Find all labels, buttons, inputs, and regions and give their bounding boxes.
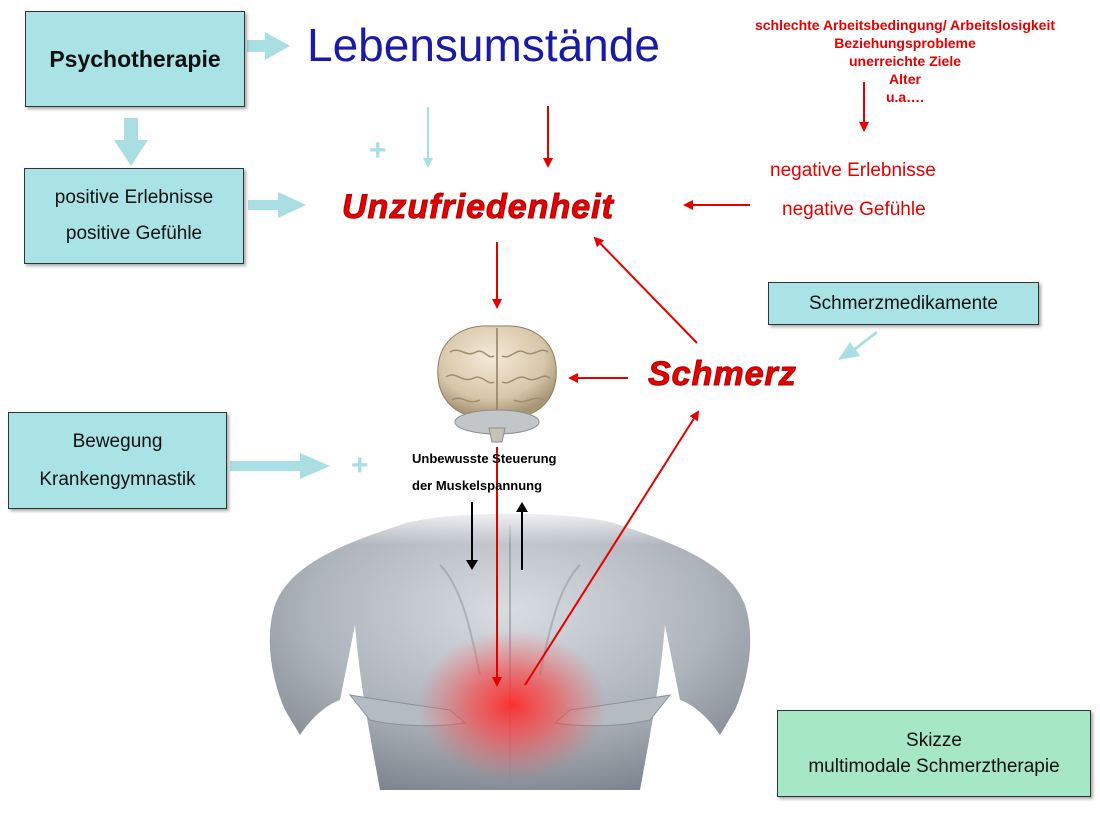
plus-sign-bottom: + bbox=[351, 449, 369, 482]
schmerz-label: Schmerz bbox=[648, 355, 797, 394]
factor-item: unerreichte Ziele bbox=[848, 53, 962, 69]
brain-illustration bbox=[437, 325, 557, 443]
krankengymnastik-label: Krankengymnastik bbox=[39, 468, 196, 490]
box-schmerzmedikamente: Schmerzmedikamente bbox=[768, 282, 1039, 325]
plus-sign-top: + bbox=[369, 134, 387, 167]
box-positive: positive Erlebnisse positive Gefühle bbox=[24, 168, 244, 264]
arrow-positive-to-unzufriedenheit bbox=[248, 192, 306, 218]
positive-erlebnisse-label: positive Erlebnisse bbox=[54, 187, 214, 208]
arrow-schmerz-to-unzufriedenheit bbox=[593, 236, 698, 344]
brain-caption: Unbewusste Steuerung der Muskelspannung bbox=[412, 445, 556, 499]
multimodale-label: multimodale Schmerztherapie bbox=[808, 755, 1060, 777]
arrow-back-to-schmerz bbox=[524, 410, 700, 686]
brain-caption-line2: der Muskelspannung bbox=[412, 478, 543, 493]
back-pain-illustration bbox=[250, 505, 770, 790]
title-lebensumstaende: Lebensumstände bbox=[307, 19, 660, 71]
factor-item: Beziehungsprobleme bbox=[834, 35, 976, 51]
arrow-bewegung-to-body bbox=[230, 453, 330, 479]
arrow-medikamente-to-schmerz bbox=[838, 331, 883, 360]
factor-item: schlechte Arbeitsbedingung/ Arbeitslosig… bbox=[754, 17, 1055, 33]
box-bewegung: Bewegung Krankengymnastik bbox=[8, 412, 227, 509]
box-skizze: Skizze multimodale Schmerztherapie bbox=[777, 710, 1091, 797]
schmerzmedikamente-label: Schmerzmedikamente bbox=[808, 292, 999, 314]
negative-gefuehle: negative Gefühle bbox=[782, 199, 926, 220]
arrow-psycho-to-lebensumstaende bbox=[247, 32, 290, 60]
factor-item: u.a…. bbox=[885, 89, 925, 105]
negative-erlebnisse: negative Erlebnisse bbox=[770, 160, 936, 181]
brain-caption-line1: Unbewusste Steuerung bbox=[412, 451, 557, 466]
skizze-label: Skizze bbox=[906, 729, 962, 751]
arrow-psycho-to-positive bbox=[114, 118, 148, 166]
bewegung-label: Bewegung bbox=[72, 430, 163, 452]
psychotherapie-label: Psychotherapie bbox=[49, 45, 221, 72]
factor-item: Alter bbox=[889, 71, 921, 87]
factors-list: schlechte Arbeitsbedingung/ Arbeitslosig… bbox=[735, 16, 1075, 106]
positive-gefuehle-label: positive Gefühle bbox=[65, 223, 203, 244]
unzufriedenheit-label: Unzufriedenheit bbox=[342, 188, 614, 227]
box-psychotherapie: Psychotherapie bbox=[25, 11, 245, 107]
